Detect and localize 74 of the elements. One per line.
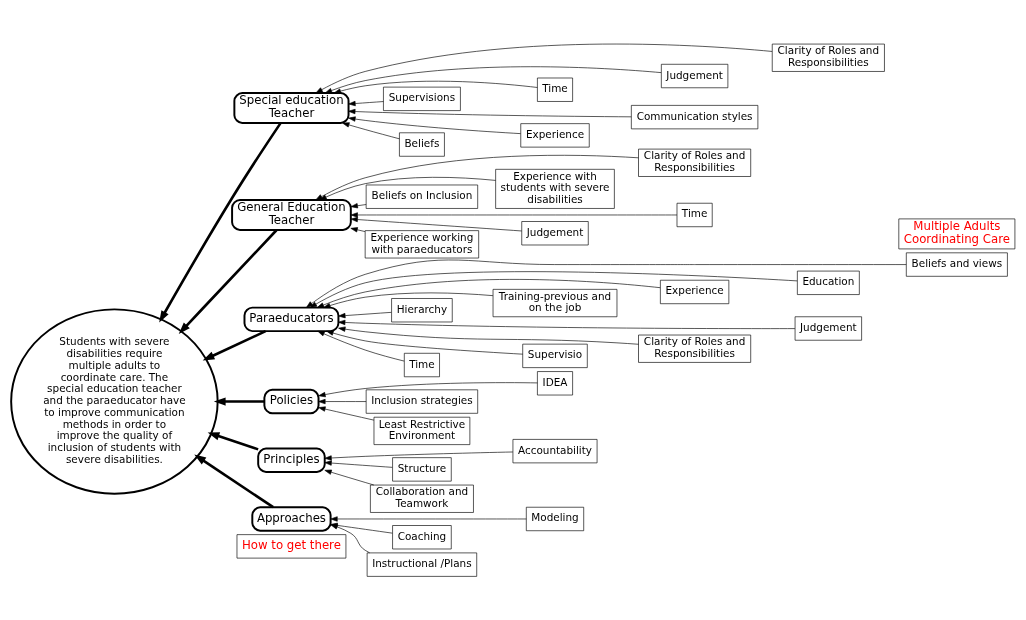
arrow [315,43,773,94]
node-box: Paraeducators [243,306,340,333]
arrow [350,216,522,232]
arrow [306,259,907,308]
node-box: Clarity of Roles and Responsibilities [638,334,752,363]
arrow [159,122,282,323]
node-box: Supervisions [383,86,461,111]
arrow [338,312,392,319]
node-box: Collaboration and Teamwork [370,484,474,513]
node-box: Clarity of Roles and Responsibilities [771,43,885,72]
arrow [330,516,527,522]
arrow [342,122,400,140]
arrow [324,469,375,486]
arrow [318,398,367,405]
arrow [348,100,384,107]
node-box: Beliefs and views [905,252,1008,277]
node-box: Time [404,352,440,378]
node-box: Communication styles [631,105,759,130]
node-box: Experience [660,279,730,305]
node-box: Modeling [525,506,585,532]
arrow [178,229,278,334]
node-box: How to get there [236,534,347,559]
arrow [350,227,366,233]
node-box: Special education Teacher [233,92,350,124]
node-box: Least Restrictive Environment [373,416,471,445]
arrow [309,271,798,308]
arrow [202,329,267,361]
node-box: Multiple Adults Coordinating Care [898,218,1016,250]
arrow [324,66,662,94]
node-box: Structure [392,457,452,482]
node-box: Judgement [661,63,729,89]
arrow [324,451,514,461]
node-box: Education [797,270,860,295]
node-box: Clarity of Roles and Responsibilities [638,148,752,177]
arrow [338,319,796,329]
arrow [318,406,375,421]
arrow [318,382,538,398]
arrow [326,330,524,355]
node-box: Instructional /Plans [366,552,478,577]
arrow [350,212,678,218]
node-box: Coaching [392,525,452,550]
arrow [319,177,496,201]
node-box: Policies [263,388,320,415]
node-box: Experience [520,123,590,148]
arrow [194,454,274,509]
node-box: Accountability [512,439,598,464]
node-box: IDEA [537,371,573,396]
node-box: Experience working with paraeducators [364,230,479,259]
node-box: Principles [257,447,326,473]
arrow [317,330,405,362]
node-box: Judgement [794,316,862,341]
arrow [315,154,639,201]
node-box: Training-previous and on the job [492,289,618,318]
arrow [213,397,265,406]
node-box: Time [537,77,573,102]
node-box: Judgement [521,221,589,246]
node-box: Hierarchy [391,298,453,323]
arrow [338,326,639,345]
node-box: General Education Teacher [231,199,352,231]
arrow [348,108,632,118]
node-box: Time [676,202,713,228]
node-box: Approaches [251,506,332,532]
arrow [333,80,538,94]
node-box: Inclusion strategies [365,389,479,414]
arrow [316,279,661,308]
node-box: Supervisio [522,343,588,368]
node-box: Beliefs [399,132,445,157]
arrow [324,460,393,468]
arrow [350,203,367,209]
node-box: Beliefs on Inclusion [365,184,479,209]
arrow [348,116,521,134]
arrow [207,432,259,451]
node-box: Experience with students with severe disabilities [495,169,615,209]
arrow [323,292,494,309]
